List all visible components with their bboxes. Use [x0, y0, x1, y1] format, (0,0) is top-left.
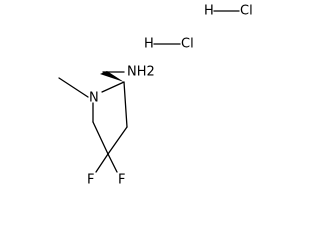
bond-n-c2	[101, 81, 125, 93]
salt-hydrogen-2: H	[144, 37, 154, 52]
structure-diagram: N NH2 F F H Cl H Cl	[58, 4, 253, 188]
salt-hydrogen-1: H	[204, 4, 214, 19]
bond-c4-c3	[107, 126, 128, 155]
bond-n-methyl	[58, 77, 89, 98]
atom-n-ring: N	[89, 91, 99, 106]
atom-fluorine-2: F	[118, 173, 125, 188]
bond-c5-c4	[92, 121, 109, 155]
salt-chlorine-2: Cl	[181, 37, 194, 52]
stereo-wedge-bond	[100, 71, 124, 82]
bond-c4-f2	[107, 153, 118, 173]
atom-fluorine-1: F	[87, 173, 94, 188]
atom-amine: NH2	[127, 65, 155, 80]
bond-c4-f1	[95, 153, 109, 173]
bond-c3-c2	[123, 81, 128, 128]
salt-chlorine-1: Cl	[240, 4, 253, 19]
